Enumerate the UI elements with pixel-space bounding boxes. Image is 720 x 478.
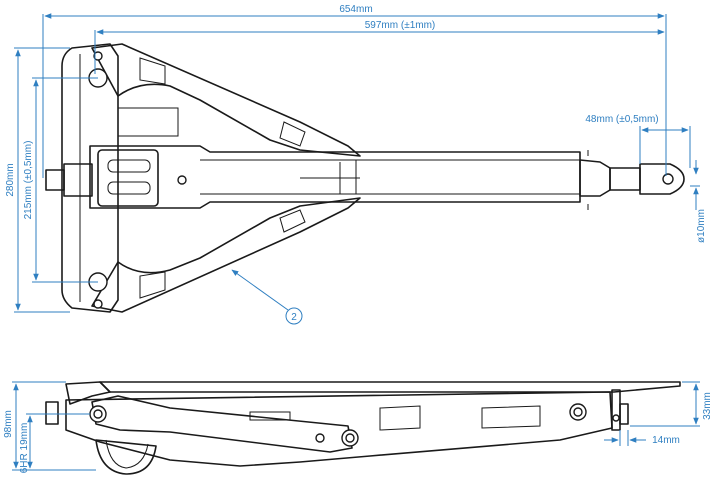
lower-arm: [91, 197, 361, 313]
central-beam: [89, 145, 581, 209]
side-height-label: 98mm: [3, 410, 14, 438]
top-view: [45, 43, 685, 313]
side-view: [45, 381, 681, 475]
base-plate: [61, 43, 119, 313]
side-link: [91, 395, 353, 453]
end-tab: [639, 163, 685, 195]
tab-length-label: 48mm (±0,5mm): [585, 114, 658, 125]
callout-bubble: [285, 307, 303, 325]
bracket-width-label: 280mm: [5, 163, 16, 196]
plate-height-label: 33mm: [702, 392, 713, 420]
callout-number: 2: [291, 312, 297, 323]
overall-length-label: 654mm: [339, 4, 372, 15]
side-plate: [99, 381, 681, 393]
top-dimensions: 654mm 597mm (±1mm) 280mm 215mm (±0,5mm) …: [5, 4, 707, 325]
pin-diameter-label: ø10mm: [696, 209, 707, 243]
hole-spacing-label: 597mm (±1mm): [365, 20, 436, 31]
side-dimensions: 98mm 6HR 19mm 33mm 14mm: [3, 381, 713, 474]
upper-arm: [91, 43, 361, 157]
plate-offset-label: 14mm: [652, 435, 680, 446]
bolt-spacing-label: 215mm (±0,5mm): [23, 141, 34, 220]
hr-height-label: 6HR 19mm: [19, 423, 30, 474]
